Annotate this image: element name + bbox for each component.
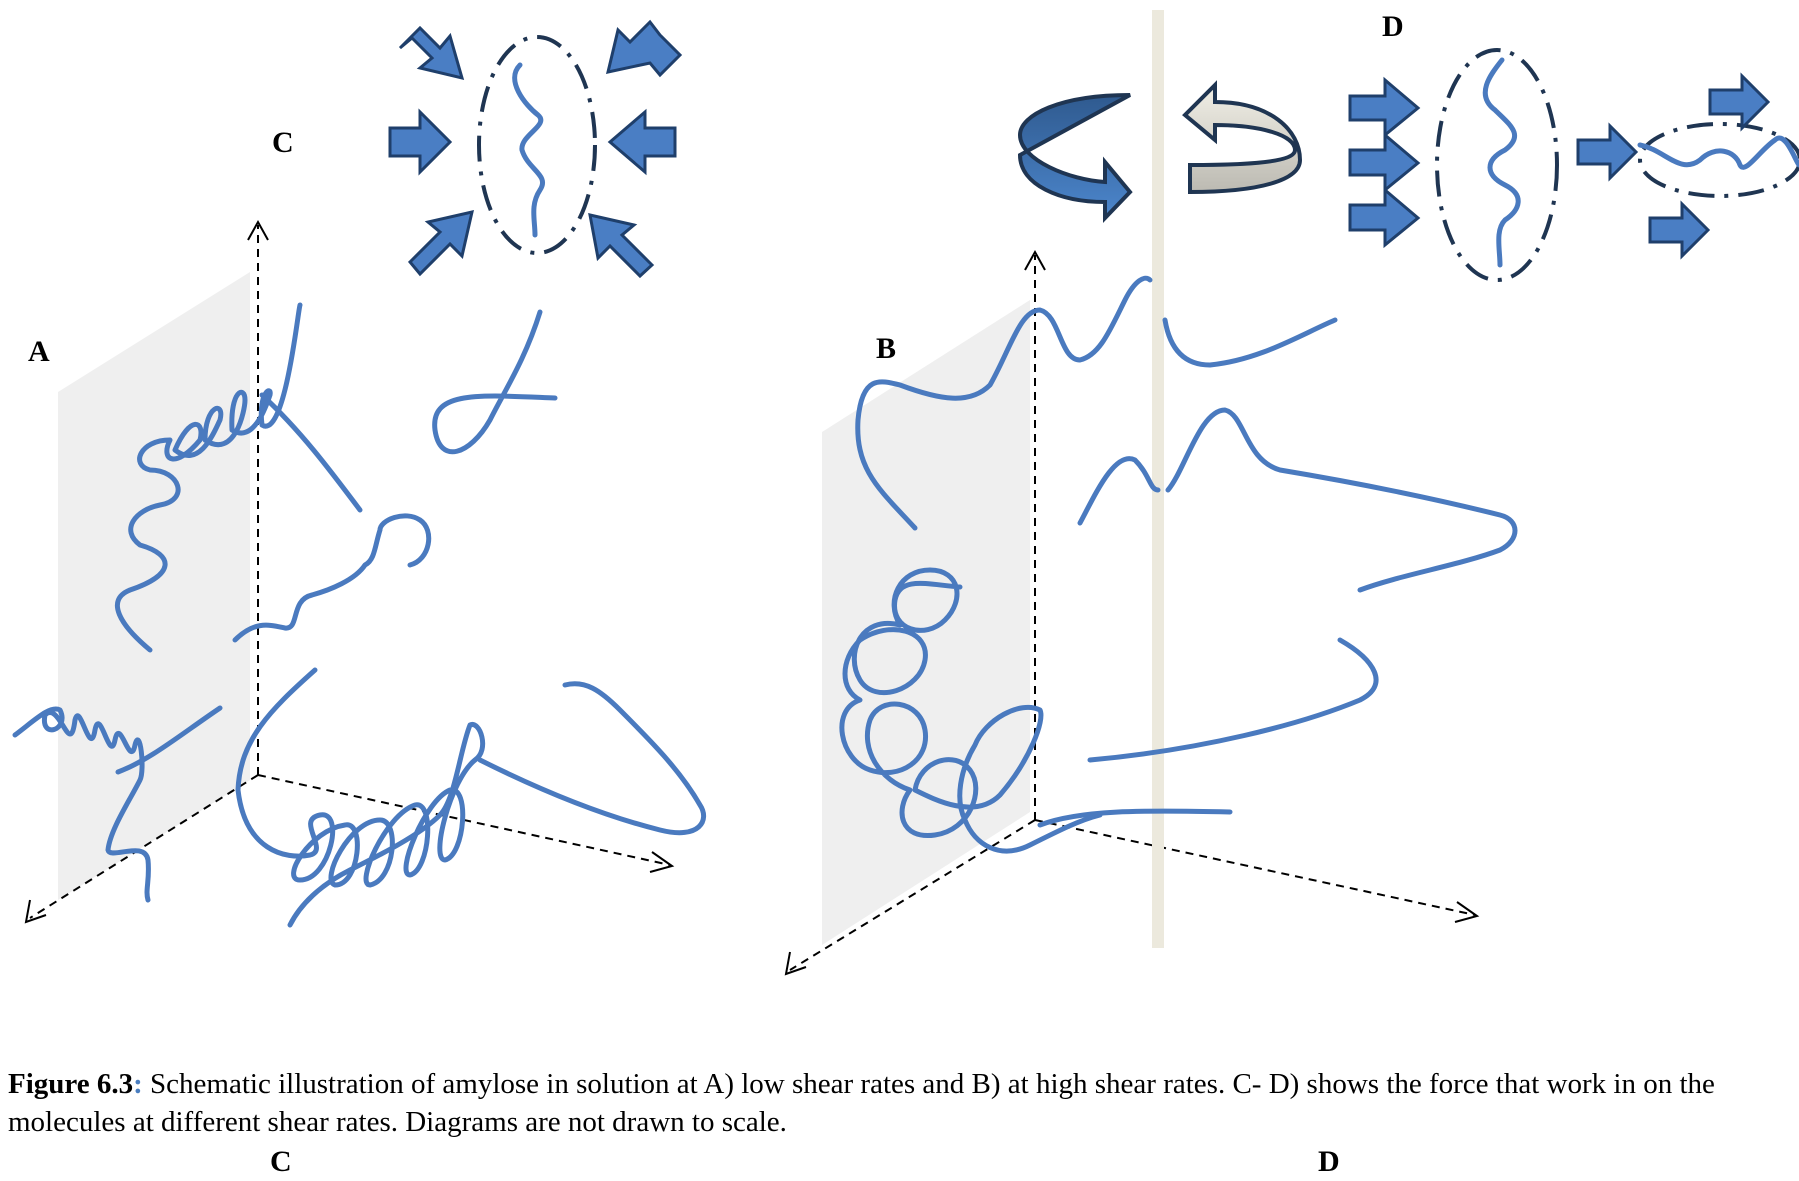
chain-strand — [262, 395, 360, 510]
figure-caption: Figure 6.3: Schematic illustration of am… — [8, 1065, 1768, 1141]
arrow-icon — [1650, 204, 1708, 256]
arrow-icon — [610, 112, 675, 172]
arrow-icon — [1350, 80, 1418, 135]
compression-arrows — [390, 22, 680, 276]
arrow-icon — [1578, 126, 1636, 178]
panel-a-plane — [58, 272, 250, 900]
label-d-bottom: D — [1318, 1145, 1340, 1179]
arrow-icon — [410, 212, 472, 274]
stretched-chain — [1640, 138, 1799, 167]
arrow-icon — [400, 28, 462, 78]
wavy-chain — [235, 516, 429, 640]
chain-strand — [480, 684, 704, 833]
molecule-boundary-ellipse — [479, 37, 595, 253]
arrow-icon — [590, 215, 652, 276]
arrow-icon — [1350, 190, 1418, 245]
label-d: D — [1382, 10, 1404, 44]
rotate-clockwise-icon — [1185, 85, 1300, 192]
caption-text: Schematic illustration of amylose in sol… — [8, 1068, 1715, 1138]
label-b: B — [876, 332, 896, 366]
elongation-arrows — [1350, 76, 1768, 256]
rotating-rod — [1152, 10, 1164, 948]
arrow-icon — [390, 112, 450, 172]
stretched-chain — [1090, 640, 1376, 760]
stretched-chain — [1485, 60, 1518, 265]
stretched-chain — [1165, 320, 1335, 365]
arrow-icon — [1350, 135, 1418, 190]
label-c: C — [272, 126, 294, 160]
panel-a — [15, 222, 704, 925]
compressed-chain — [515, 65, 543, 235]
molecule-boundary-ellipse — [1640, 124, 1799, 196]
rotate-counterclockwise-icon — [1020, 95, 1130, 218]
stretched-chain — [1080, 459, 1158, 523]
arrow-icon — [608, 22, 680, 75]
label-a: A — [28, 335, 50, 369]
stretched-chain — [1040, 811, 1230, 825]
panel-c-compression — [390, 22, 680, 276]
loop-chain — [435, 312, 555, 452]
label-c-bottom: C — [270, 1145, 292, 1179]
figure-number: Figure 6.3 — [8, 1068, 133, 1100]
panel-d-elongation — [1350, 50, 1799, 280]
stretched-chain — [1168, 410, 1515, 590]
caption-separator: : — [133, 1068, 143, 1100]
arrow-icon — [1710, 76, 1768, 128]
